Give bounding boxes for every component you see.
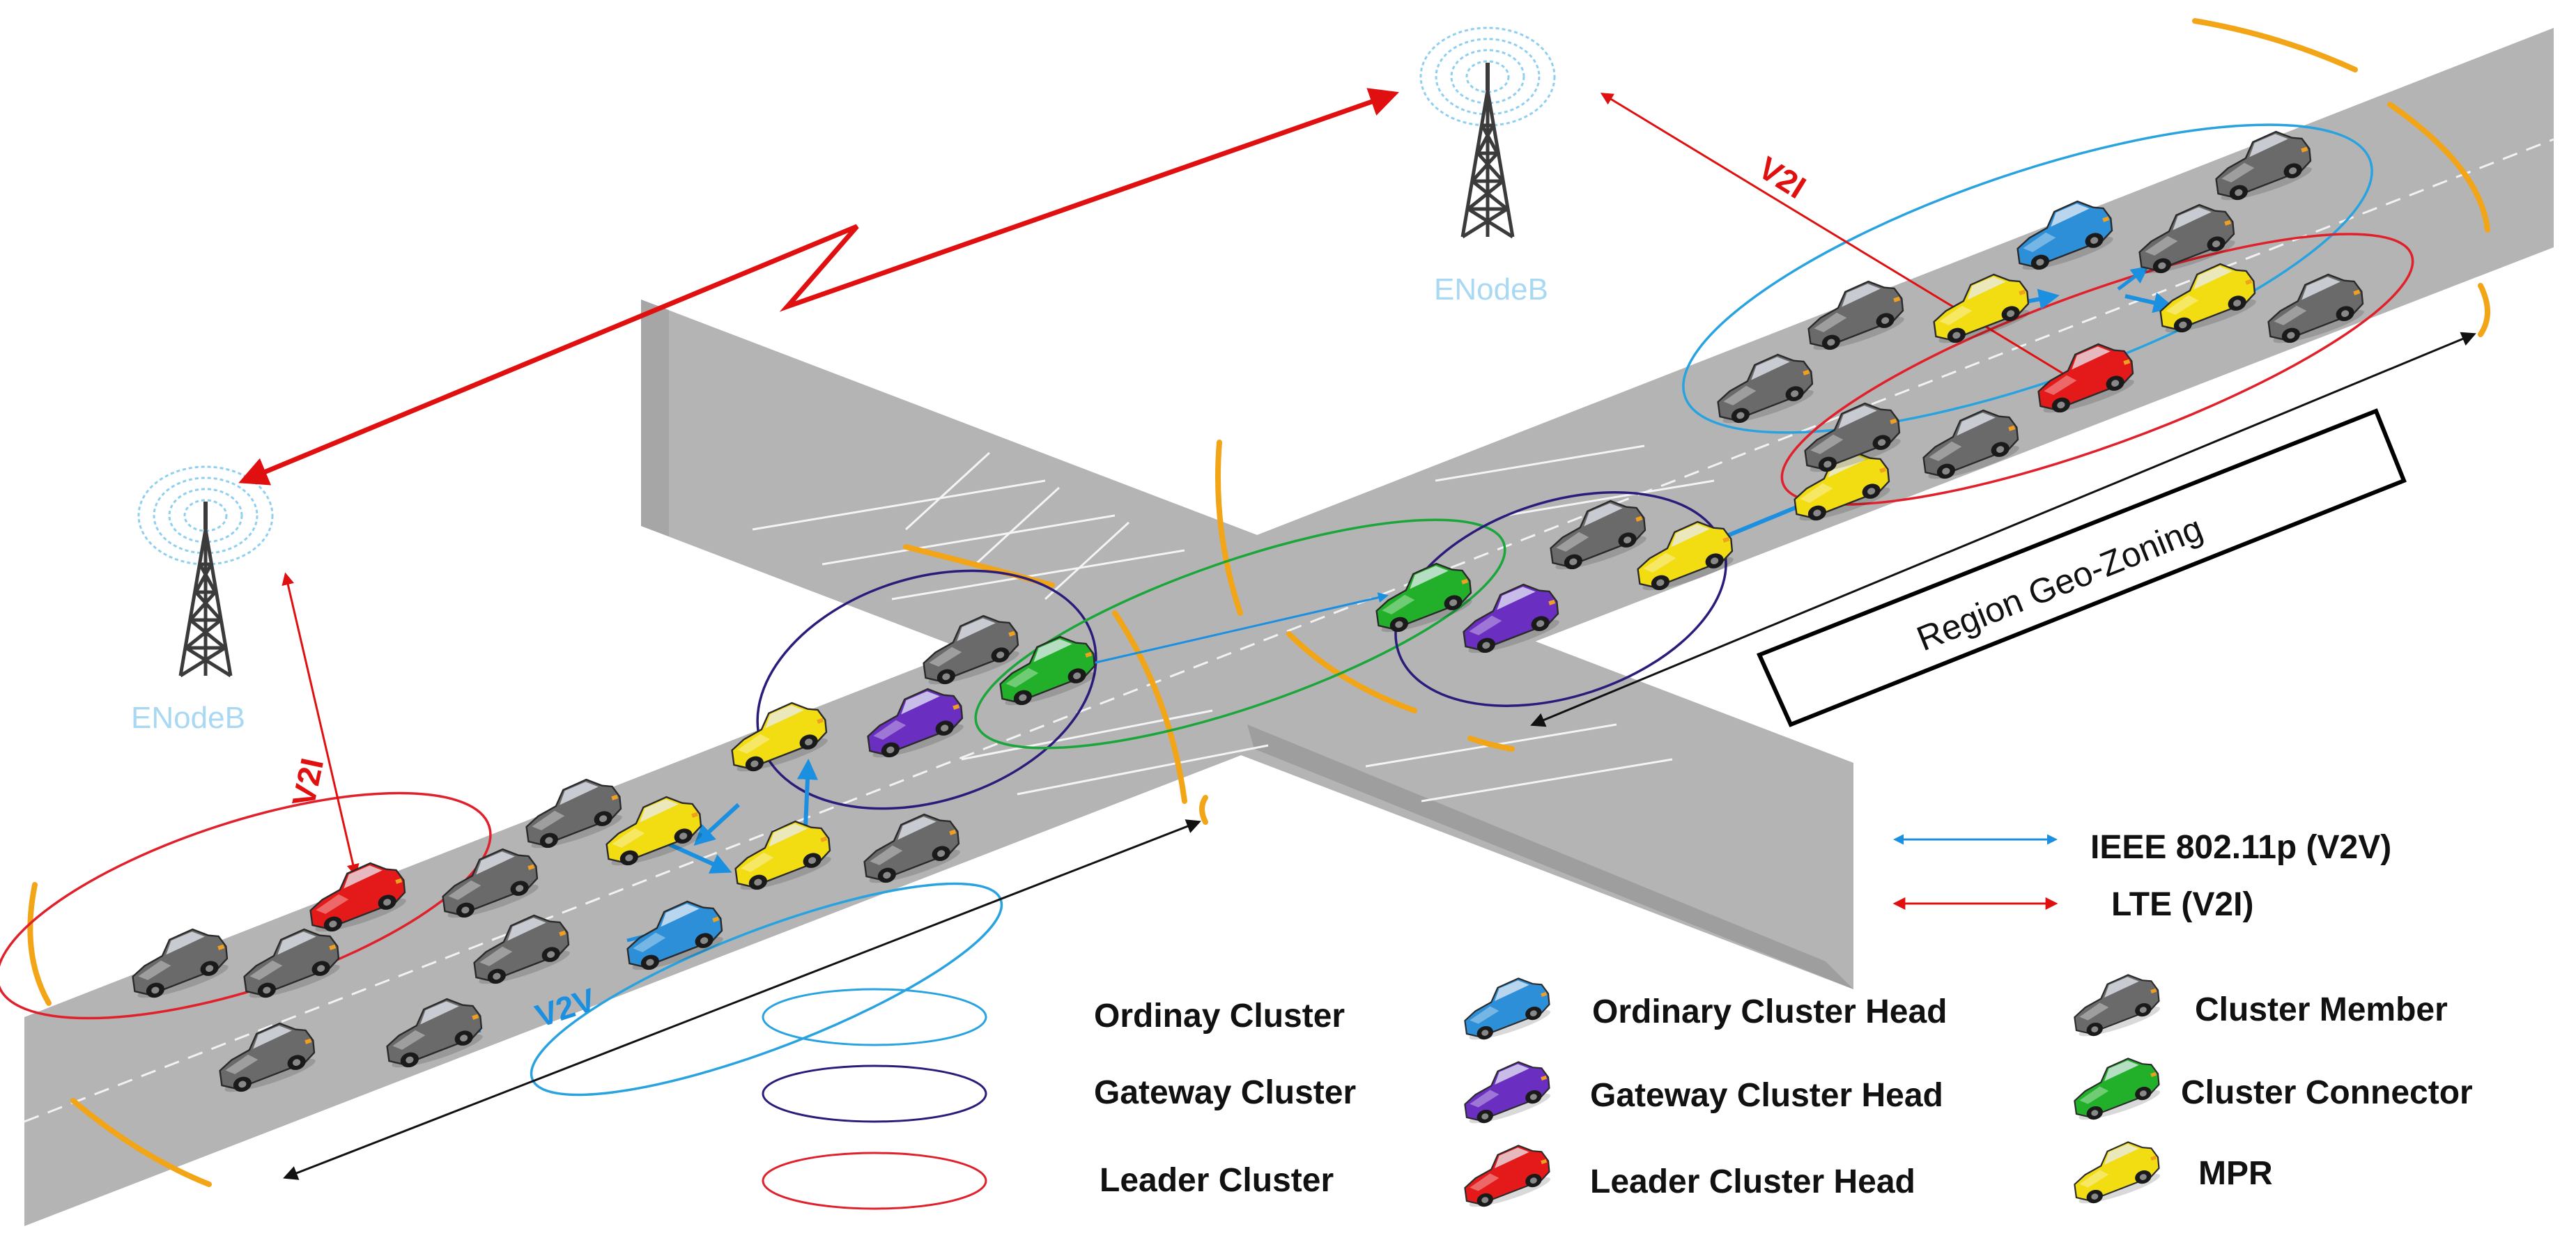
legend-gateway-cluster-label: Gateway Cluster <box>1094 1074 1356 1111</box>
legend-car-mpr <box>2064 1133 2167 1210</box>
legend-car-gateway-head <box>1454 1053 1557 1130</box>
legend-leader-cluster-ring <box>762 1152 987 1210</box>
v2i-label-right: V2I <box>1752 149 1812 206</box>
legend-links: IEEE 802.11p (V2V) LTE (V2I) <box>1892 829 2391 923</box>
legend-car-leader-head <box>1454 1137 1557 1214</box>
enodeb-tower-right: ENodeB <box>1421 28 1555 307</box>
legend-car-connector <box>2064 1050 2167 1126</box>
tower-label: ENodeB <box>131 701 245 735</box>
legend-member-label: Cluster Member <box>2195 991 2448 1028</box>
connector-ring <box>974 518 1506 750</box>
legend-gateway-head-label: Gateway Cluster Head <box>1590 1077 1943 1114</box>
backhaul-link <box>238 88 1399 486</box>
v2i-label-left: V2I <box>285 755 330 810</box>
legend-ordinary-cluster-ring <box>762 988 987 1046</box>
tower-label: ENodeB <box>1434 272 1548 307</box>
legend-clusters: Ordinay Cluster Gateway Cluster Leader C… <box>762 988 1356 1210</box>
legend-v2v-label: IEEE 802.11p (V2V) <box>2090 829 2391 866</box>
legend-leader-head-label: Leader Cluster Head <box>1590 1163 1915 1200</box>
legend-car-ordinary-head <box>1454 970 1557 1046</box>
legend-v2i-label: LTE (V2I) <box>2111 886 2253 923</box>
legend-ordinary-head-label: Ordinary Cluster Head <box>1592 993 1947 1030</box>
zone-dimension-line <box>1530 332 2476 727</box>
v2i-link-left <box>281 572 360 877</box>
legend-ordinary-cluster-label: Ordinay Cluster <box>1094 998 1345 1035</box>
legend-connector-label: Cluster Connector <box>2181 1074 2473 1111</box>
legend-car-member <box>2064 966 2167 1043</box>
legend: IEEE 802.11p (V2V) LTE (V2I) Ordinay Clu… <box>762 829 2473 1214</box>
legend-mpr-label: MPR <box>2198 1155 2273 1192</box>
legend-gateway-cluster-ring <box>762 1064 987 1123</box>
zone-dimension-line <box>283 819 1201 1180</box>
legend-leader-cluster-label: Leader Cluster <box>1100 1162 1334 1199</box>
enodeb-tower-left: ENodeB <box>131 467 272 735</box>
